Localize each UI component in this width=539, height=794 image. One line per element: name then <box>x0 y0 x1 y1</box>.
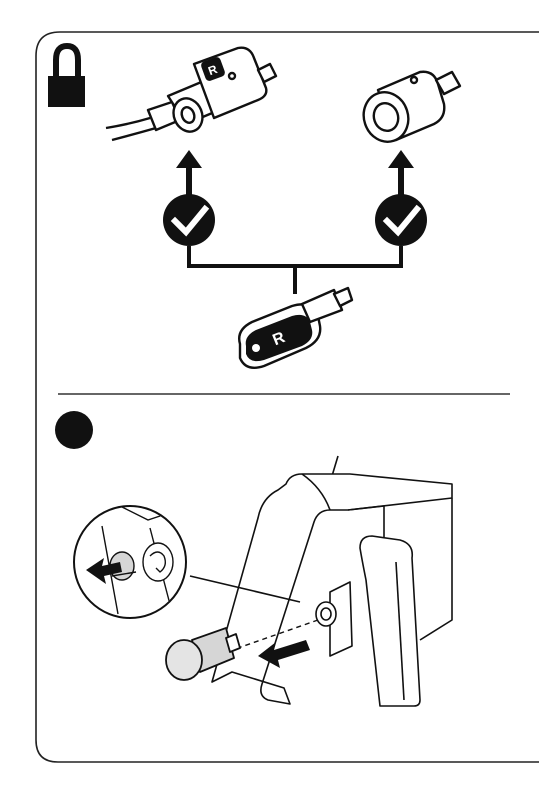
checkmark-left-icon <box>163 194 215 246</box>
lock-barrel <box>357 72 460 148</box>
zoom-detail <box>74 506 186 618</box>
checkmark-right-icon <box>375 194 427 246</box>
device-body <box>212 456 452 706</box>
step-marker <box>55 411 93 449</box>
arrow-up-right <box>388 150 414 196</box>
arrow-up-left <box>176 150 202 196</box>
key <box>239 288 352 368</box>
connector-bracket <box>189 246 401 294</box>
cable-lock <box>106 48 276 140</box>
lock-port <box>316 602 336 626</box>
padlock-icon <box>48 46 85 107</box>
